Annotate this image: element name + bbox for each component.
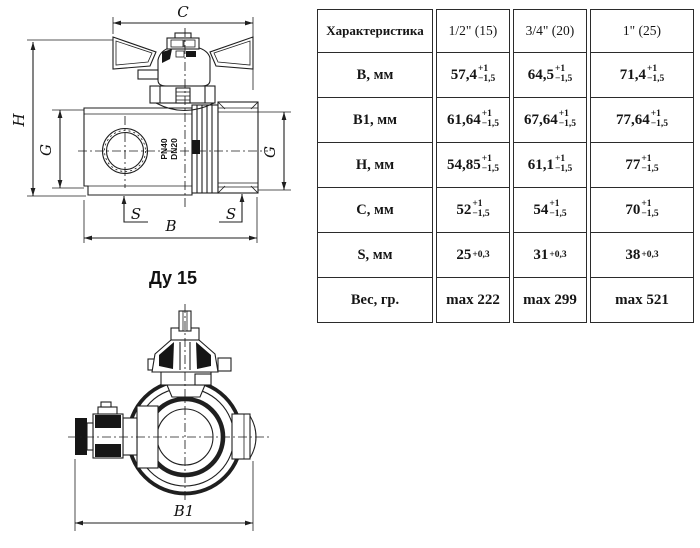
value-cell: 57,4+1−1,5: [437, 52, 509, 97]
tolerance-stack: +1−1,5: [481, 154, 500, 174]
tolerance-sup: +0,3: [472, 250, 490, 260]
tolerance-stack: +1−1,5: [554, 64, 573, 84]
value-base: max 222: [446, 291, 500, 308]
table-header-cell: Характеристика: [326, 23, 424, 38]
valve-front-view: PN40 DN20 C: [10, 3, 291, 288]
value-base: 77,64: [615, 111, 650, 128]
dimension-b1: B1: [74, 459, 254, 531]
outlet-stub: [231, 413, 257, 460]
value-base: 64,5: [527, 66, 554, 83]
tolerance-stack: +1−1,5: [558, 109, 577, 129]
value-base: 38: [625, 246, 641, 263]
tolerance-stack: +1−1,5: [650, 109, 669, 129]
drawing-caption: Ду 15: [149, 268, 197, 288]
tolerance-sup: +0,3: [549, 250, 567, 260]
dim-label-s-right: S: [226, 205, 236, 223]
value-cell: max 299: [514, 277, 586, 322]
dim-label-h: H: [10, 113, 28, 128]
dim-label-b1: B1: [173, 502, 195, 520]
table-header-cell: 1" (25): [622, 23, 662, 38]
center-lines-side: [68, 304, 270, 502]
brand-logo-mark: [192, 140, 200, 154]
value-cell: 77,64+1−1,5: [591, 97, 693, 142]
value-base: 57,4: [450, 66, 477, 83]
value-cell: max 222: [437, 277, 509, 322]
table-header-cell: 1/2" (15): [448, 23, 498, 38]
dimension-c: C: [112, 3, 254, 90]
dim-label-s-left: S: [131, 205, 141, 223]
butterfly-handle: [112, 32, 254, 112]
dim-label-g-left: G: [37, 144, 55, 156]
value-cell: 71,4+1−1,5: [591, 52, 693, 97]
tolerance-stack: +1−1,5: [472, 199, 490, 219]
param-cell: В, мм: [318, 52, 432, 97]
tolerance-stack: +1−1,5: [477, 64, 496, 84]
value-base: 70: [625, 201, 641, 218]
param-cell: S, мм: [318, 232, 432, 277]
marking-line1: PN40: [159, 138, 169, 160]
s-callout-left: S: [121, 196, 148, 223]
tolerance-stack: +1−1,5: [646, 64, 665, 84]
dim-label-c: C: [177, 3, 189, 21]
dimension-h: H: [10, 39, 113, 197]
value-cell: 61,64+1−1,5: [437, 97, 509, 142]
s-callout-right: S: [219, 194, 245, 223]
value-base: 67,64: [523, 111, 558, 128]
tolerance-stack: +1−1,5: [554, 154, 573, 174]
value-cell: 25+0,3: [437, 232, 509, 277]
drain-fitting: [75, 401, 159, 469]
body-marking: PN40 DN20: [159, 138, 200, 160]
value-base: 71,4: [619, 66, 646, 83]
param-cell: Н, мм: [318, 142, 432, 187]
value-base: 54,85: [446, 156, 481, 173]
tolerance-stack: +1−1,5: [641, 154, 659, 174]
value-cell: 67,64+1−1,5: [514, 97, 586, 142]
param-cell: В1, мм: [318, 97, 432, 142]
value-base: 52: [456, 201, 472, 218]
value-cell: 64,5+1−1,5: [514, 52, 586, 97]
value-base: 61,64: [446, 111, 481, 128]
value-cell: 54,85+1−1,5: [437, 142, 509, 187]
value-cell: 54+1−1,5: [514, 187, 586, 232]
valve-side-view: B1: [68, 304, 270, 531]
value-base: 31: [533, 246, 549, 263]
center-lines-front: [78, 28, 268, 208]
dimension-g-left: G: [37, 109, 84, 189]
value-base: 25: [456, 246, 472, 263]
value-base: 54: [533, 201, 549, 218]
tolerance-stack: +1−1,5: [481, 109, 500, 129]
dim-label-b: B: [164, 217, 176, 235]
param-cell: Вес, гр.: [318, 277, 432, 322]
tolerance-stack: +1−1,5: [641, 199, 659, 219]
dim-label-g-right: G: [261, 146, 279, 158]
tolerance-stack: +1−1,5: [549, 199, 567, 219]
marking-line2: DN20: [169, 138, 179, 160]
value-cell: 77+1−1,5: [591, 142, 693, 187]
value-cell: 38+0,3: [591, 232, 693, 277]
value-cell: 31+0,3: [514, 232, 586, 277]
param-cell: С, мм: [318, 187, 432, 232]
value-cell: 52+1−1,5: [437, 187, 509, 232]
value-base: max 299: [523, 291, 577, 308]
dimension-g-right: G: [258, 111, 291, 191]
value-base: 61,1: [527, 156, 554, 173]
value-base: max 521: [615, 291, 669, 308]
tolerance-sup: +0,3: [641, 250, 659, 260]
value-cell: 61,1+1−1,5: [514, 142, 586, 187]
value-cell: 70+1−1,5: [591, 187, 693, 232]
value-base: 77: [625, 156, 641, 173]
value-cell: max 521: [591, 277, 693, 322]
dimension-b: B: [83, 197, 258, 243]
table-header-cell: 3/4" (20): [525, 23, 575, 38]
